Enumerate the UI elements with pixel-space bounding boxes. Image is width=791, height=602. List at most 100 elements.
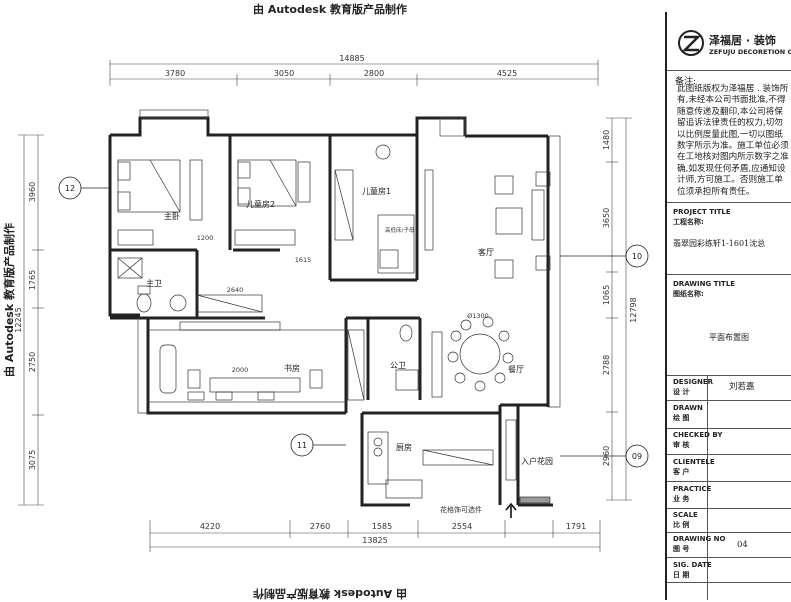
room-labels: 主卧 主卫 儿童房2 儿童房1 客厅 书房 公卫 餐厅 厨房 入户花园 [146,186,553,466]
dim-bottom-3: 1585 [372,522,392,531]
label-bunkbed: 高低床/子母 [385,226,415,234]
note-title: 备注: [675,77,697,87]
dim-right-4: 2788 [602,355,611,375]
designer-cn: 设 计 [673,388,690,396]
dim-left-4: 3075 [28,450,37,470]
dim-left-3: 2750 [28,352,37,372]
drawing-name: 平面布置图 [709,333,749,342]
room-living: 客厅 [478,247,494,257]
sig-date-cn: 日 期 [673,571,690,579]
room-dining: 餐厅 [508,365,524,374]
public-toilet [399,324,413,342]
svg-text:Ø1300: Ø1300 [467,312,489,320]
dim-bottom-total: 13825 [362,536,387,545]
axis-09-label: 09 [632,452,642,461]
label-entry-note: 花格饰可选件 [440,505,482,514]
title-block: 泽福居 · 装饰 ZEFUJU DECORETION C 备注: 此图纸版权为泽… [665,12,791,600]
room-public-bath: 公卫 [390,361,406,370]
dim-left-2: 1765 [28,270,37,290]
kids1-bunkbed [377,214,415,274]
dim-top-total: 14885 [339,54,364,63]
kids1-wardrobe [334,169,354,241]
dim-bottom-5: 1791 [566,522,586,531]
furniture [117,144,551,504]
logo-cn: 泽福居 · 装饰 [709,34,776,47]
inner-dimensions: 1200 1615 2640 2000 Ø1300 [197,234,489,374]
logo-en: ZEFUJU DECORETION C [709,48,791,56]
floor-plan: 14885 3780 3050 2800 4525 13825 4220 276… [14,54,649,552]
kids2-bed [237,159,297,207]
misc-labels: 高低床/子母 花格饰可选件 [385,226,482,514]
room-master: 主卧 [164,211,180,221]
dimension-labels: 14885 3780 3050 2800 4525 13825 4220 276… [14,54,638,545]
axis-11-label: 11 [297,441,307,450]
svg-text:2000: 2000 [232,366,249,374]
zefuju-logo-icon [678,30,704,56]
kitchen-counter [367,431,389,485]
axis-10-label: 10 [632,252,642,261]
coffee-table [495,207,523,235]
master-wardrobe [189,159,203,221]
drawing-no-value: 04 [737,540,748,550]
master-toilet [136,293,152,313]
dim-right-total: 12798 [629,297,638,322]
svg-text:1615: 1615 [295,256,312,264]
project-name: 翡翠园彩练轩1-1601沈总 [673,239,766,248]
axis-markers [58,176,649,468]
sig-date-en: SIG. DATE [673,561,712,569]
axis-12-label: 12 [65,184,75,193]
shoe-cabinet [505,419,517,481]
top-dimensions [18,60,632,552]
scale-en: SCALE [673,511,698,519]
kids2-wardrobe [234,229,296,246]
dim-right-3: 1065 [602,285,611,305]
sofa [531,189,545,241]
balcony-lines [137,109,561,414]
dim-bottom-4: 2554 [452,522,472,531]
dining-table [459,333,501,375]
dim-bottom-1: 4220 [200,522,220,531]
practice-cn: 业 务 [673,495,690,503]
room-master-bath: 主卫 [146,278,162,288]
drawn-en: DRAWN [673,404,703,412]
drawing-title-en: DRAWING TITLE [673,280,736,288]
room-kids1: 儿童房1 [362,186,391,196]
dim-top-1: 3780 [165,69,185,78]
client-cn: 客 户 [673,468,690,476]
checked-en: CHECKED BY [673,431,723,439]
dim-bottom-2: 2760 [310,522,330,531]
study-daybed [159,344,177,394]
dining-sideboard [431,331,443,398]
dim-top-4: 4525 [497,69,517,78]
kids1-chair [375,144,391,160]
room-kitchen: 厨房 [396,442,412,452]
tv-cabinet [424,169,434,251]
scale-cn: 比 例 [673,521,690,529]
public-bath-cabinet [347,329,365,401]
master-bed [117,159,181,213]
dim-right-1: 1480 [602,130,611,150]
svg-text:1200: 1200 [197,234,214,242]
drawing-no-en: DRAWING NO [673,535,726,543]
dim-left-1: 3960 [28,182,37,202]
room-study: 书房 [284,363,300,373]
entry-arrow-icon [505,502,517,518]
project-title-en: PROJECT TITLE [673,208,731,216]
room-entry-garden: 入户花园 [521,456,553,466]
checked-cn: 审 核 [673,441,690,449]
dim-top-3: 2800 [364,69,384,78]
drawing-title-cn: 图纸名称: [673,290,704,298]
designer-value: 刘若嘉 [729,382,755,392]
axis-labels: 12 10 11 09 [65,184,642,461]
project-title-cn: 工程名称: [673,218,704,226]
dim-right-2: 3650 [602,208,611,228]
client-en: CLIENTELE [673,458,715,466]
dim-left-total: 12245 [14,307,23,332]
note-text: 此图纸版权为泽福居 . 装饰所有,未经本公司书面批准,不得随意传递及翻印,本公司… [677,84,789,197]
practice-en: PRACTICE [673,485,712,493]
dim-top-2: 3050 [274,69,294,78]
svg-text:2640: 2640 [227,286,244,294]
drawing-no-cn: 图 号 [673,545,690,553]
kitchen-cabinet [422,449,494,466]
master-basin [169,294,187,312]
